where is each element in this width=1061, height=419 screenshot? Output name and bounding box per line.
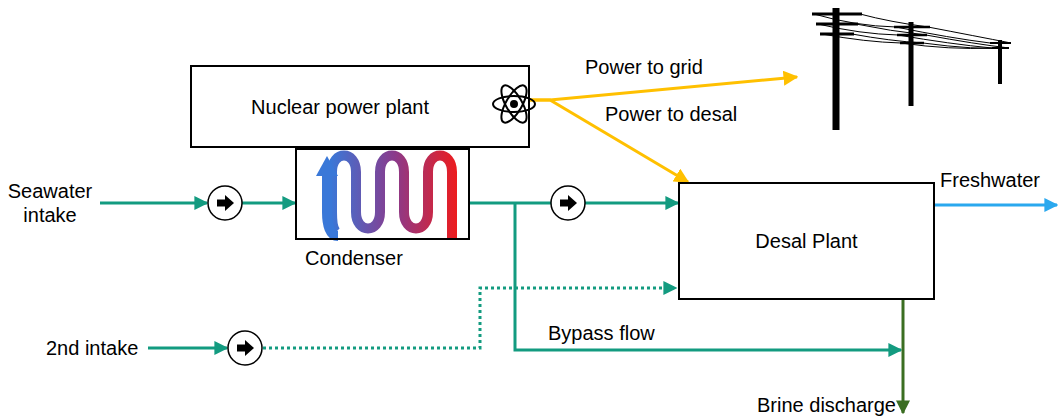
brine-line bbox=[902, 300, 905, 413]
condenser-coil bbox=[316, 156, 452, 239]
flow-label: Bypass flow bbox=[548, 321, 655, 345]
flow-label: Power to grid bbox=[585, 55, 703, 79]
second-intake-line bbox=[148, 288, 676, 348]
power-to-grid-line bbox=[530, 77, 797, 100]
flow-label: Freshwater bbox=[940, 168, 1040, 192]
power-plant-box: Nuclear power plant bbox=[190, 65, 530, 148]
pump-symbol bbox=[551, 186, 585, 220]
flow-label: Brine discharge bbox=[755, 393, 896, 417]
node-label: Desal Plant bbox=[755, 229, 857, 253]
condenser-box: Condenser bbox=[295, 148, 470, 240]
pump-symbol bbox=[228, 331, 262, 365]
node-label: Nuclear power plant bbox=[251, 95, 429, 119]
freshwater-line bbox=[935, 204, 1057, 207]
desal-plant-box: Desal Plant bbox=[678, 182, 935, 300]
power-line-pylons bbox=[812, 8, 1011, 130]
seawater-line bbox=[100, 203, 295, 204]
intake-label: Seawater intake bbox=[3, 179, 97, 227]
edge-label: Power to desal bbox=[603, 102, 739, 126]
bypass-line bbox=[515, 203, 901, 350]
intake-label: 2nd intake bbox=[46, 336, 138, 360]
pump-symbol bbox=[208, 186, 242, 220]
node-heading: Condenser bbox=[305, 246, 403, 270]
